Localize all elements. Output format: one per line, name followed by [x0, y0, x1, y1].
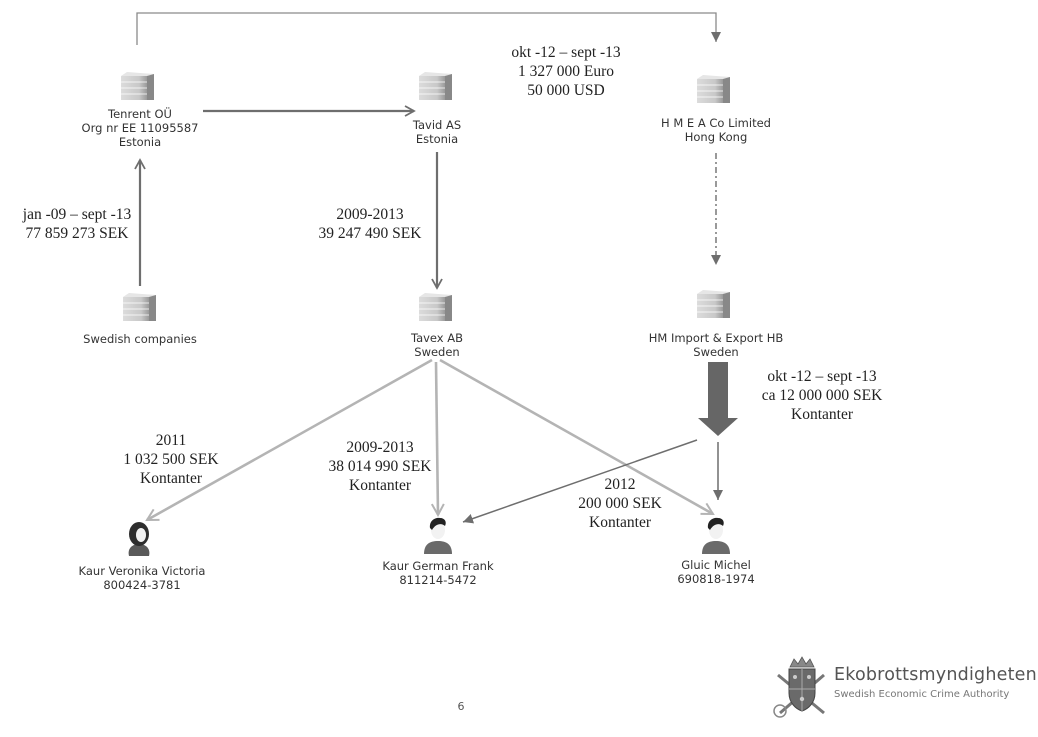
edge-tavex-to-veronika	[147, 358, 433, 522]
node-country: Sweden	[414, 345, 460, 359]
flow-label-tavid-to-tavex: 2009-2013 39 247 490 SEK	[319, 205, 422, 243]
flow-method: Kontanter	[349, 477, 411, 494]
node-org-number: Org nr EE 11095587	[81, 121, 199, 135]
flow-amount: 200 000 SEK	[578, 495, 662, 512]
coat-of-arms-icon	[773, 656, 825, 718]
person-id: 811214-5472	[399, 573, 477, 587]
person-male-icon	[702, 517, 730, 554]
edge-tavex-to-german	[436, 361, 438, 515]
node-name: Swedish companies	[83, 332, 197, 346]
person-icons	[128, 517, 730, 556]
logo-title: Ekobrottsmyndigheten	[834, 665, 1037, 685]
building-icon	[121, 72, 154, 100]
node-hm-import: HM Import & Export HB Sweden	[649, 331, 784, 359]
flow-amount: 39 247 490 SEK	[318, 225, 422, 242]
node-country: Estonia	[415, 132, 459, 146]
edge-hm-to-german	[462, 439, 698, 524]
person-id: 800424-3781	[103, 578, 181, 592]
building-icon	[697, 290, 730, 318]
flow-amount: ca 12 000 000 SEK	[761, 387, 883, 404]
flow-label-swedish-to-tenrent: jan -09 – sept -13 77 859 273 SEK	[23, 205, 131, 243]
node-tenrent: Tenrent OÜ Org nr EE 11095587 Estonia	[82, 107, 199, 149]
node-hmea: H M E A Co Limited Hong Kong	[661, 116, 771, 144]
flow-period: 2009-2013	[336, 206, 404, 223]
flow-amount: 1 327 000 Euro	[517, 63, 615, 80]
edge-tavex-to-gluic	[439, 358, 713, 516]
person-name: Kaur German Frank	[382, 559, 494, 573]
node-country: Estonia	[118, 135, 162, 149]
person-name: Kaur Veronika Victoria	[78, 564, 206, 578]
building-icon	[697, 75, 730, 103]
person-id: 690818-1974	[677, 572, 755, 586]
flow-label-tavex-to-veronika: 2011 1 032 500 SEK Kontanter	[123, 431, 218, 488]
building-icon	[419, 293, 452, 321]
agency-logo: Ekobrottsmyndigheten Swedish Economic Cr…	[772, 655, 1037, 719]
flow-method: Kontanter	[589, 514, 651, 531]
flow-label-hm-to-gluic: okt -12 – sept -13 ca 12 000 000 SEK Kon…	[762, 367, 883, 424]
node-tavid: Tavid AS Estonia	[413, 118, 461, 146]
node-name: Tavex AB	[410, 331, 464, 345]
flow-period: okt -12 – sept -13	[511, 44, 621, 61]
node-name: HM Import & Export HB	[648, 331, 784, 345]
flow-amount: 38 014 990 SEK	[328, 458, 432, 475]
flow-method: Kontanter	[791, 406, 853, 423]
building-icons	[121, 72, 730, 321]
flow-label-hm-to-german: 2012 200 000 SEK Kontanter	[578, 475, 662, 532]
flow-period: 2009-2013	[346, 439, 414, 456]
logo-subtitle: Swedish Economic Crime Authority	[834, 689, 1010, 700]
node-name: H M E A Co Limited	[661, 116, 771, 130]
page-number: 6	[457, 700, 465, 713]
node-country: Hong Kong	[684, 130, 748, 144]
node-name: Tenrent OÜ	[108, 107, 172, 121]
node-name: Tavid AS	[412, 118, 462, 132]
person-female-icon	[128, 522, 150, 556]
flow-period: 2012	[604, 476, 636, 493]
flow-amount: 77 859 273 SEK	[25, 225, 129, 242]
node-german: Kaur German Frank 811214-5472	[382, 559, 493, 587]
flow-label-tavex-to-german: 2009-2013 38 014 990 SEK Kontanter	[329, 438, 432, 495]
flow-method: Kontanter	[140, 470, 202, 487]
flow-period: jan -09 – sept -13	[22, 206, 132, 223]
flow-amount: 50 000 USD	[527, 82, 605, 99]
building-icon	[419, 72, 452, 100]
building-icon	[123, 293, 156, 321]
flow-label-tenrent-to-hmea: okt -12 – sept -13 1 327 000 Euro 50 000…	[511, 43, 620, 100]
edges	[134, 12, 738, 524]
flow-amount: 1 032 500 SEK	[123, 451, 219, 468]
person-male-icon	[424, 517, 452, 554]
node-country: Sweden	[693, 345, 739, 359]
edge-tenrent-to-hmea	[136, 12, 721, 45]
node-veronika: Kaur Veronika Victoria 800424-3781	[79, 564, 206, 592]
node-tavex: Tavex AB Sweden	[411, 331, 463, 359]
node-swedish-companies: Swedish companies	[83, 332, 197, 346]
flow-period: okt -12 – sept -13	[767, 368, 877, 385]
thick-arrow-hm-cash	[698, 362, 738, 436]
node-gluic: Gluic Michel 690818-1974	[677, 558, 754, 586]
person-name: Gluic Michel	[681, 558, 751, 572]
flow-period: 2011	[155, 432, 187, 449]
